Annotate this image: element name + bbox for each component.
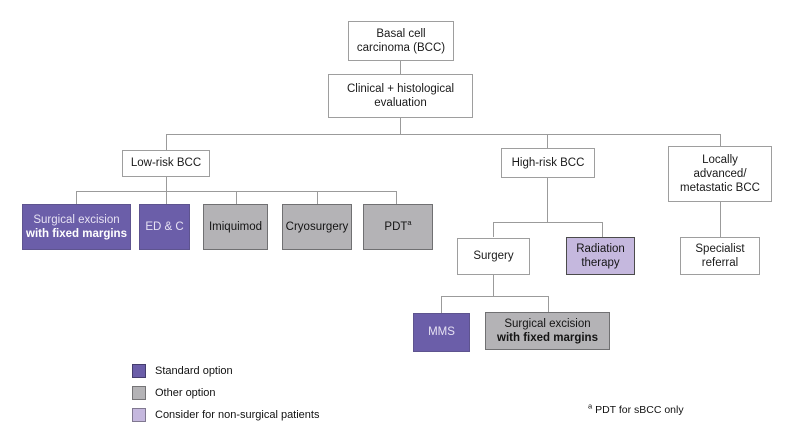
connector-surgery-horizontal: [441, 296, 548, 297]
node-label: Basal cell: [376, 27, 426, 40]
connector-bcc-eval: [400, 61, 401, 74]
node-ed-and-c: ED & C: [139, 204, 190, 250]
node-label: Imiquimod: [208, 220, 263, 233]
other-option-swatch: [132, 386, 146, 400]
node-label: advanced/: [693, 167, 747, 180]
legend-item-consider: Consider for non-surgical patients: [132, 408, 319, 422]
node-cryosurgery: Cryosurgery: [282, 204, 352, 250]
node-pdt: PDTa: [363, 204, 433, 250]
footnote: a PDT for sBCC only: [588, 401, 684, 416]
node-label: PDT: [384, 220, 408, 233]
footnote-marker: a: [588, 401, 593, 411]
node-label: Radiation: [576, 242, 625, 255]
connector-to-specialist-referral: [720, 202, 721, 237]
node-pdt-label: PDTa: [384, 218, 412, 234]
connector-to-high-risk: [547, 134, 548, 148]
connector-to-surgical-excision-high: [548, 296, 549, 313]
node-mms: MMS: [413, 313, 470, 352]
node-label: ED & C: [145, 220, 184, 233]
node-label: Clinical + histological: [346, 82, 455, 95]
connector-to-surgical-excision-low: [76, 191, 77, 204]
node-label: carcinoma (BCC): [356, 42, 446, 54]
node-label: Low-risk BCC: [130, 157, 202, 170]
consider-option-swatch: [132, 408, 146, 422]
connector-high-risk-down: [547, 177, 548, 222]
node-label: High-risk BCC: [511, 156, 585, 169]
connector-surgery-down: [493, 275, 494, 296]
connector-high-risk-horizontal: [493, 222, 602, 223]
node-label: therapy: [581, 257, 620, 269]
connector-main-horizontal: [166, 134, 720, 135]
node-label: Locally: [702, 153, 738, 166]
legend-label: Standard option: [155, 365, 233, 377]
legend-label: Consider for non-surgical patients: [155, 409, 320, 421]
connector-to-pdt: [396, 191, 397, 204]
node-label: with fixed margins: [26, 228, 127, 240]
node-label: Surgical excision: [33, 213, 120, 226]
standard-option-swatch: [132, 364, 146, 378]
node-label: Surgical excision: [504, 317, 591, 330]
node-surgical-excision-fixed-margins-high: Surgical excision with fixed margins: [485, 312, 610, 350]
legend-label: Other option: [155, 387, 216, 399]
footnote-text: PDT for sBCC only: [595, 404, 684, 416]
node-clinical-histological-evaluation: Clinical + histological evaluation: [328, 74, 473, 118]
connector-to-mms: [441, 296, 442, 313]
connector-to-radiation: [602, 222, 603, 237]
node-radiation-therapy: Radiation therapy: [566, 237, 635, 275]
connector-eval-main: [400, 118, 401, 134]
legend: Standard option Other option Consider fo…: [132, 364, 319, 430]
node-specialist-referral: Specialist referral: [680, 237, 760, 275]
node-label: with fixed margins: [497, 332, 598, 344]
connector-to-cryosurgery: [317, 191, 318, 204]
node-surgery: Surgery: [457, 238, 530, 275]
pdt-footnote-marker: a: [407, 218, 412, 228]
node-imiquimod: Imiquimod: [203, 204, 268, 250]
node-label: referral: [701, 257, 739, 269]
connector-to-surgery: [493, 222, 494, 237]
node-label: MMS: [428, 326, 455, 339]
node-low-risk-bcc: Low-risk BCC: [122, 150, 210, 177]
node-label: evaluation: [374, 97, 427, 109]
legend-item-other: Other option: [132, 386, 319, 400]
connector-to-locally-advanced: [720, 134, 721, 146]
node-surgical-excision-fixed-margins-low: Surgical excision with fixed margins: [22, 204, 131, 250]
node-locally-advanced-metastatic-bcc: Locally advanced/ metastatic BCC: [668, 146, 772, 202]
node-label: Cryosurgery: [285, 220, 349, 233]
connector-to-imiquimod: [236, 191, 237, 204]
legend-item-standard: Standard option: [132, 364, 319, 378]
node-high-risk-bcc: High-risk BCC: [501, 148, 595, 178]
node-basal-cell-carcinoma: Basal cell carcinoma (BCC): [348, 21, 454, 61]
node-label: Specialist: [695, 242, 745, 255]
node-label: Surgery: [473, 250, 514, 263]
connector-to-low-risk: [166, 134, 167, 150]
connector-low-risk-down: [166, 177, 167, 191]
connector-to-ed-and-c: [166, 191, 167, 204]
node-label: metastatic BCC: [680, 182, 760, 194]
